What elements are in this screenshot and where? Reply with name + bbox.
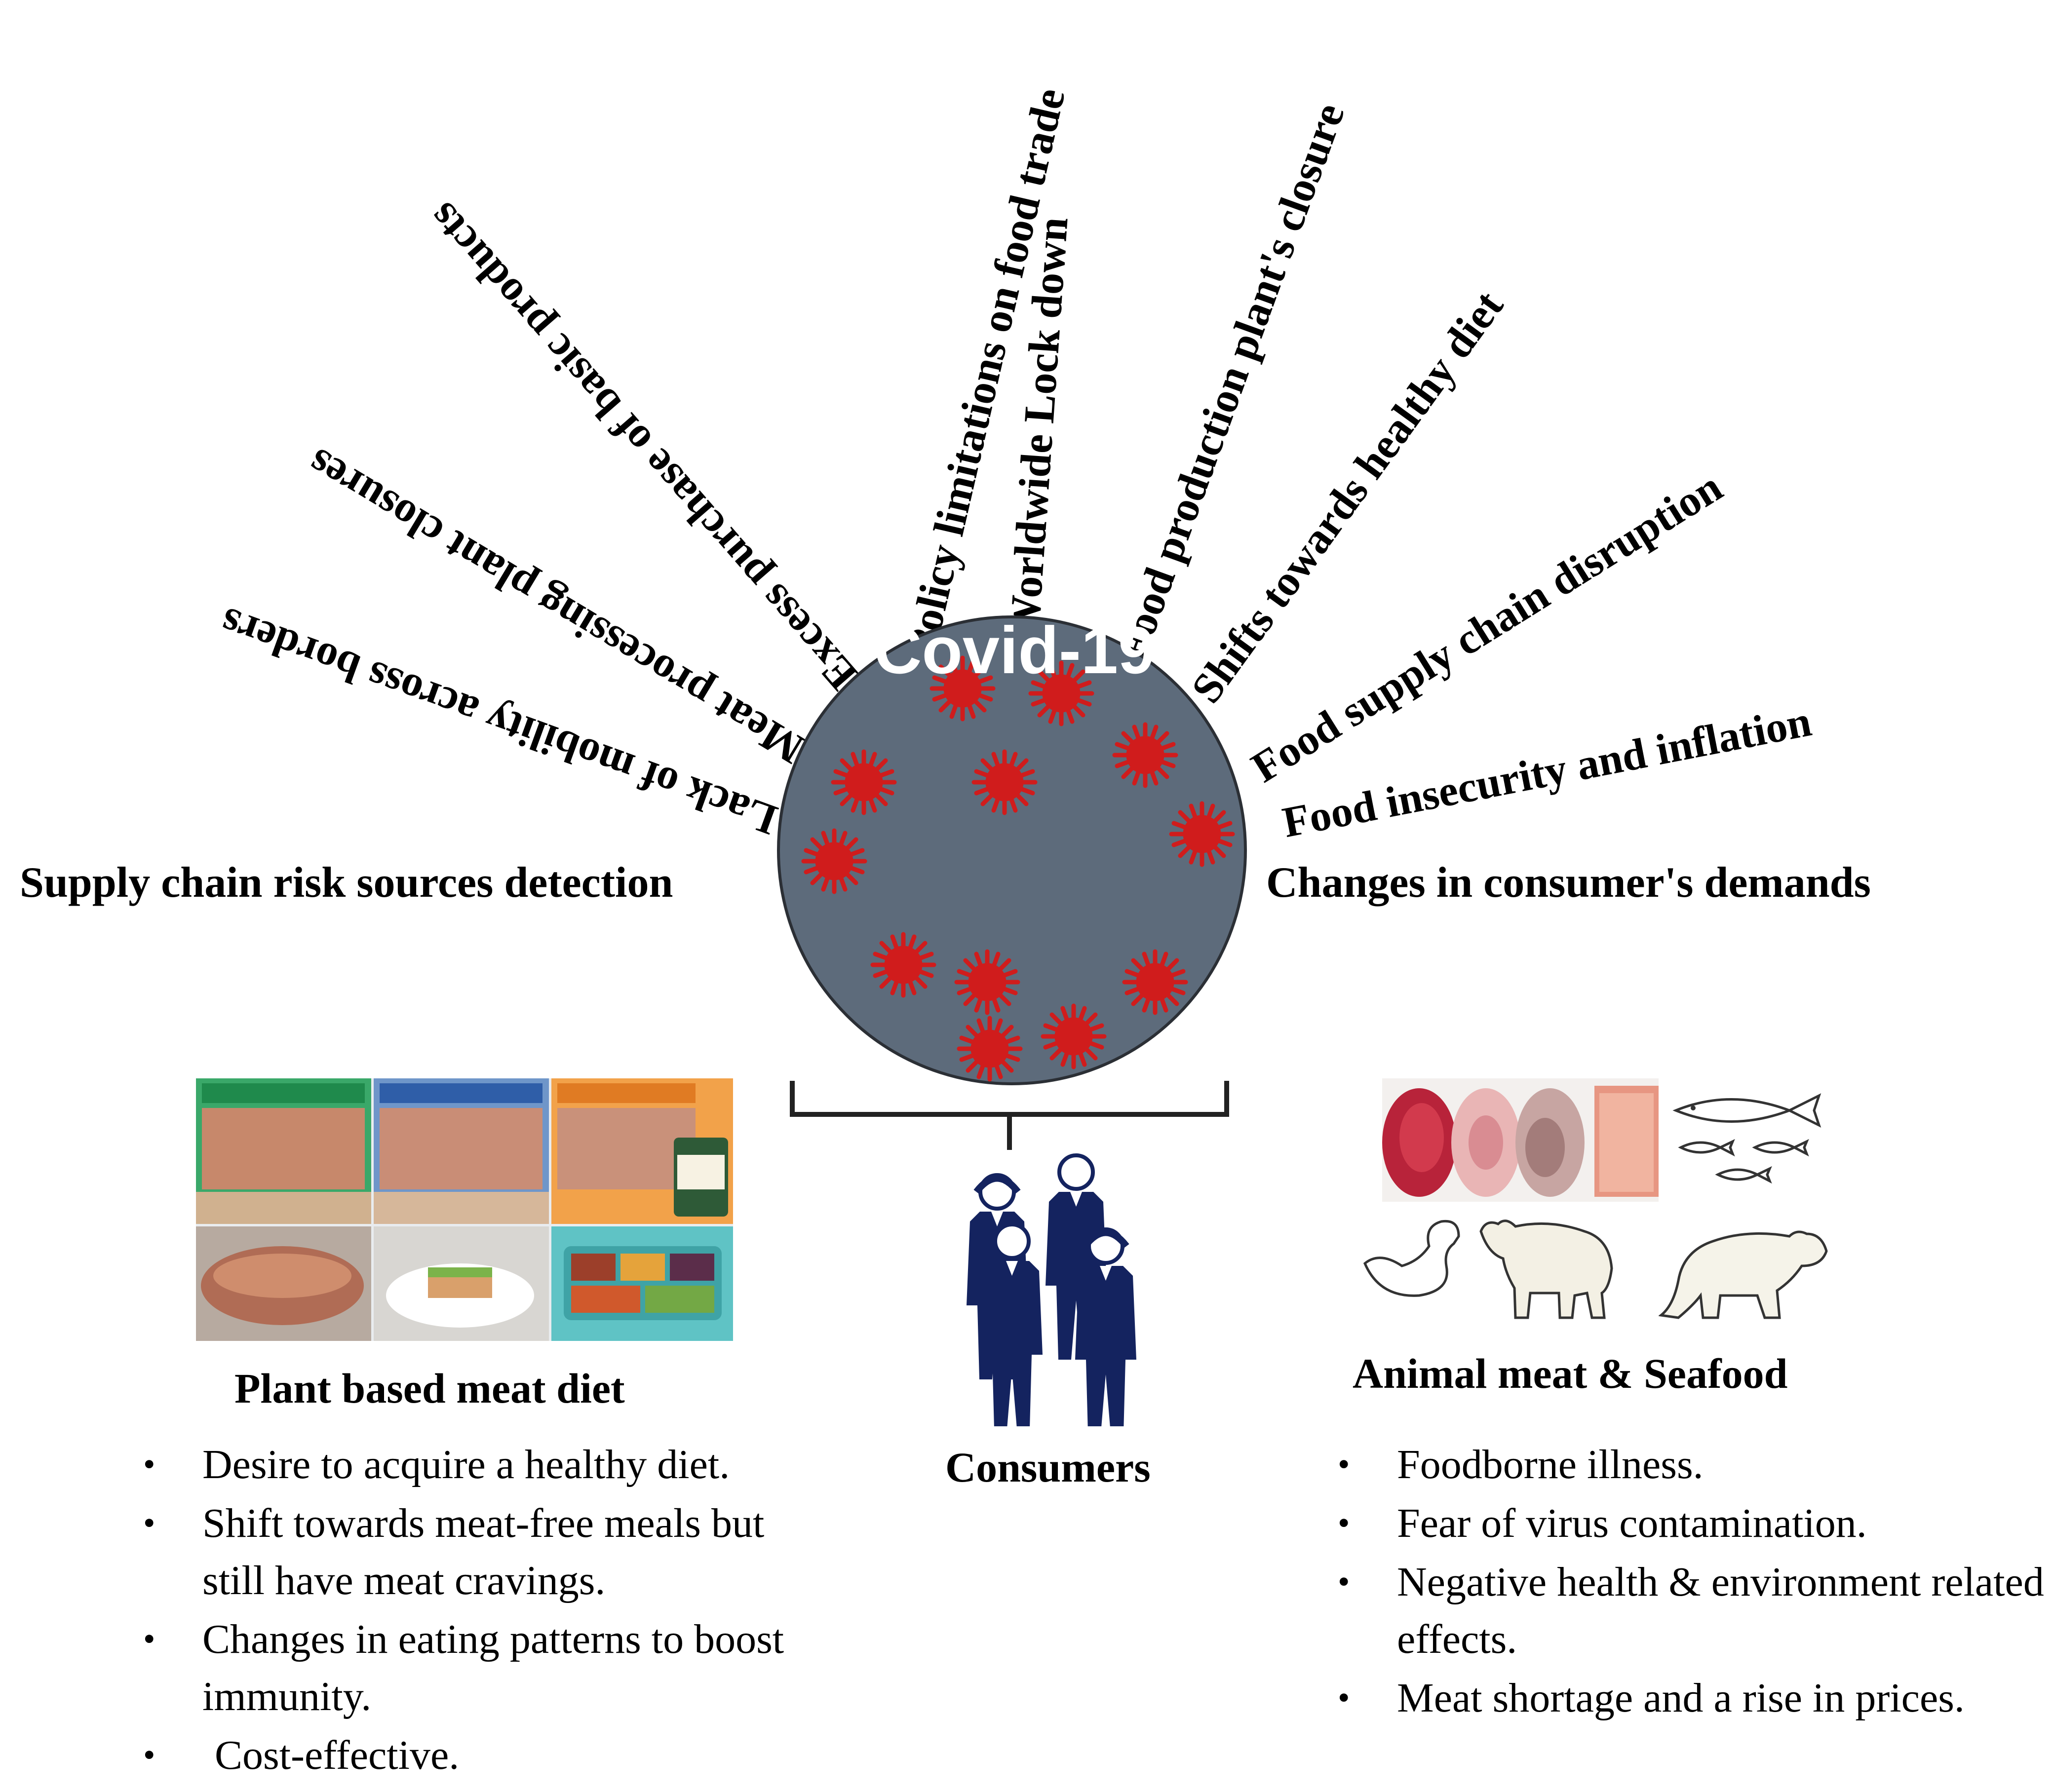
consumers-label: Consumers	[945, 1444, 1151, 1491]
duck-icon	[1363, 1220, 1460, 1297]
plant-bullet-2: Shift towards meat-free meals but still …	[143, 1495, 785, 1609]
covid-title: Covid-19	[873, 613, 1156, 687]
factor-supply-chain-risk: Supply chain risk sources detection	[20, 859, 673, 907]
plant-based-list: Desire to acquire a healthy diet. Shift …	[143, 1436, 874, 1786]
consumers-figures-icon	[948, 1150, 1204, 1426]
factor-consumer-demands: Changes in consumer's demands	[1266, 859, 1871, 907]
animal-meat-title: Animal meat & Seafood	[1353, 1350, 1788, 1397]
virus-icon	[974, 752, 1035, 813]
animal-bullet-3: Negative health & environment related ef…	[1338, 1554, 2049, 1668]
virus-icon	[1171, 803, 1233, 865]
virus-icon	[873, 934, 934, 995]
virus-icon	[833, 752, 894, 813]
virus-icon	[957, 952, 1018, 1013]
animal-bullet-1: Foodborne illness.	[1338, 1436, 2053, 1493]
bracket-connector	[790, 1081, 1229, 1150]
animal-meat-list: Foodborne illness. Fear of virus contami…	[1338, 1436, 2053, 1728]
virus-icon	[804, 831, 865, 892]
plant-bullet-1: Desire to acquire a healthy diet.	[143, 1436, 874, 1493]
fish-icon	[1672, 1093, 1821, 1184]
plant-based-title: Plant based meat diet	[234, 1365, 625, 1412]
plant-based-products-image	[196, 1078, 733, 1341]
virus-icon	[1124, 952, 1186, 1013]
polar-bear-icon	[1659, 1230, 1828, 1319]
plant-bullet-3: Changes in eating patterns to boost immu…	[143, 1611, 785, 1725]
meat-cuts-image	[1382, 1078, 1659, 1202]
virus-icon	[1043, 1006, 1104, 1067]
animal-bullet-4: Meat shortage and a rise in prices.	[1338, 1670, 1970, 1727]
plant-bullet-4: Cost-effective.	[143, 1727, 874, 1784]
animal-bullet-2: Fear of virus contamination.	[1338, 1495, 2053, 1552]
virus-icon	[959, 1018, 1020, 1079]
virus-icon	[1115, 724, 1176, 786]
bear-icon	[1479, 1220, 1613, 1319]
